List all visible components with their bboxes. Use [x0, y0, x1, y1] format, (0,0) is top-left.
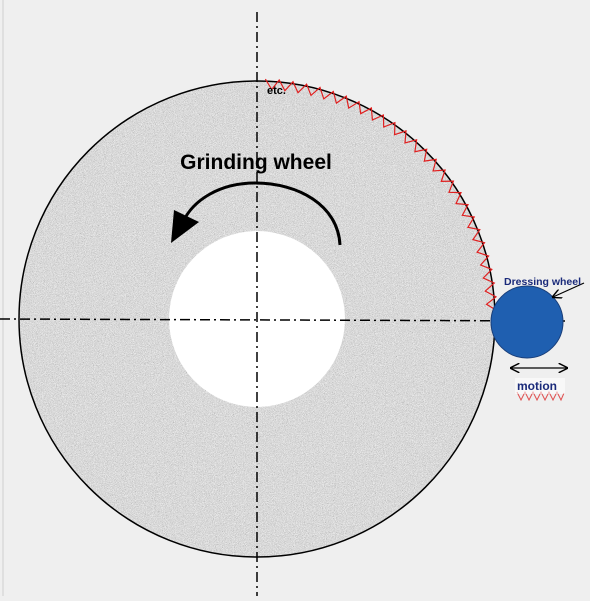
etc-label: etc. [267, 85, 286, 97]
horizontal-centerline [0, 318, 566, 322]
dressing-wheel-pointer [553, 282, 585, 297]
curved-arrow-counterclockwise-icon [171, 210, 199, 243]
dressing-wheel [490, 285, 564, 359]
grinding-wheel-title: Grinding wheel [180, 151, 332, 174]
motion-label-background [515, 378, 565, 394]
rotation-arc [181, 181, 342, 246]
dressing-wheel-label: Dressing wheel [504, 276, 581, 288]
dressed-profile-zigzag [264, 78, 498, 312]
motion-label: motion [517, 379, 557, 393]
